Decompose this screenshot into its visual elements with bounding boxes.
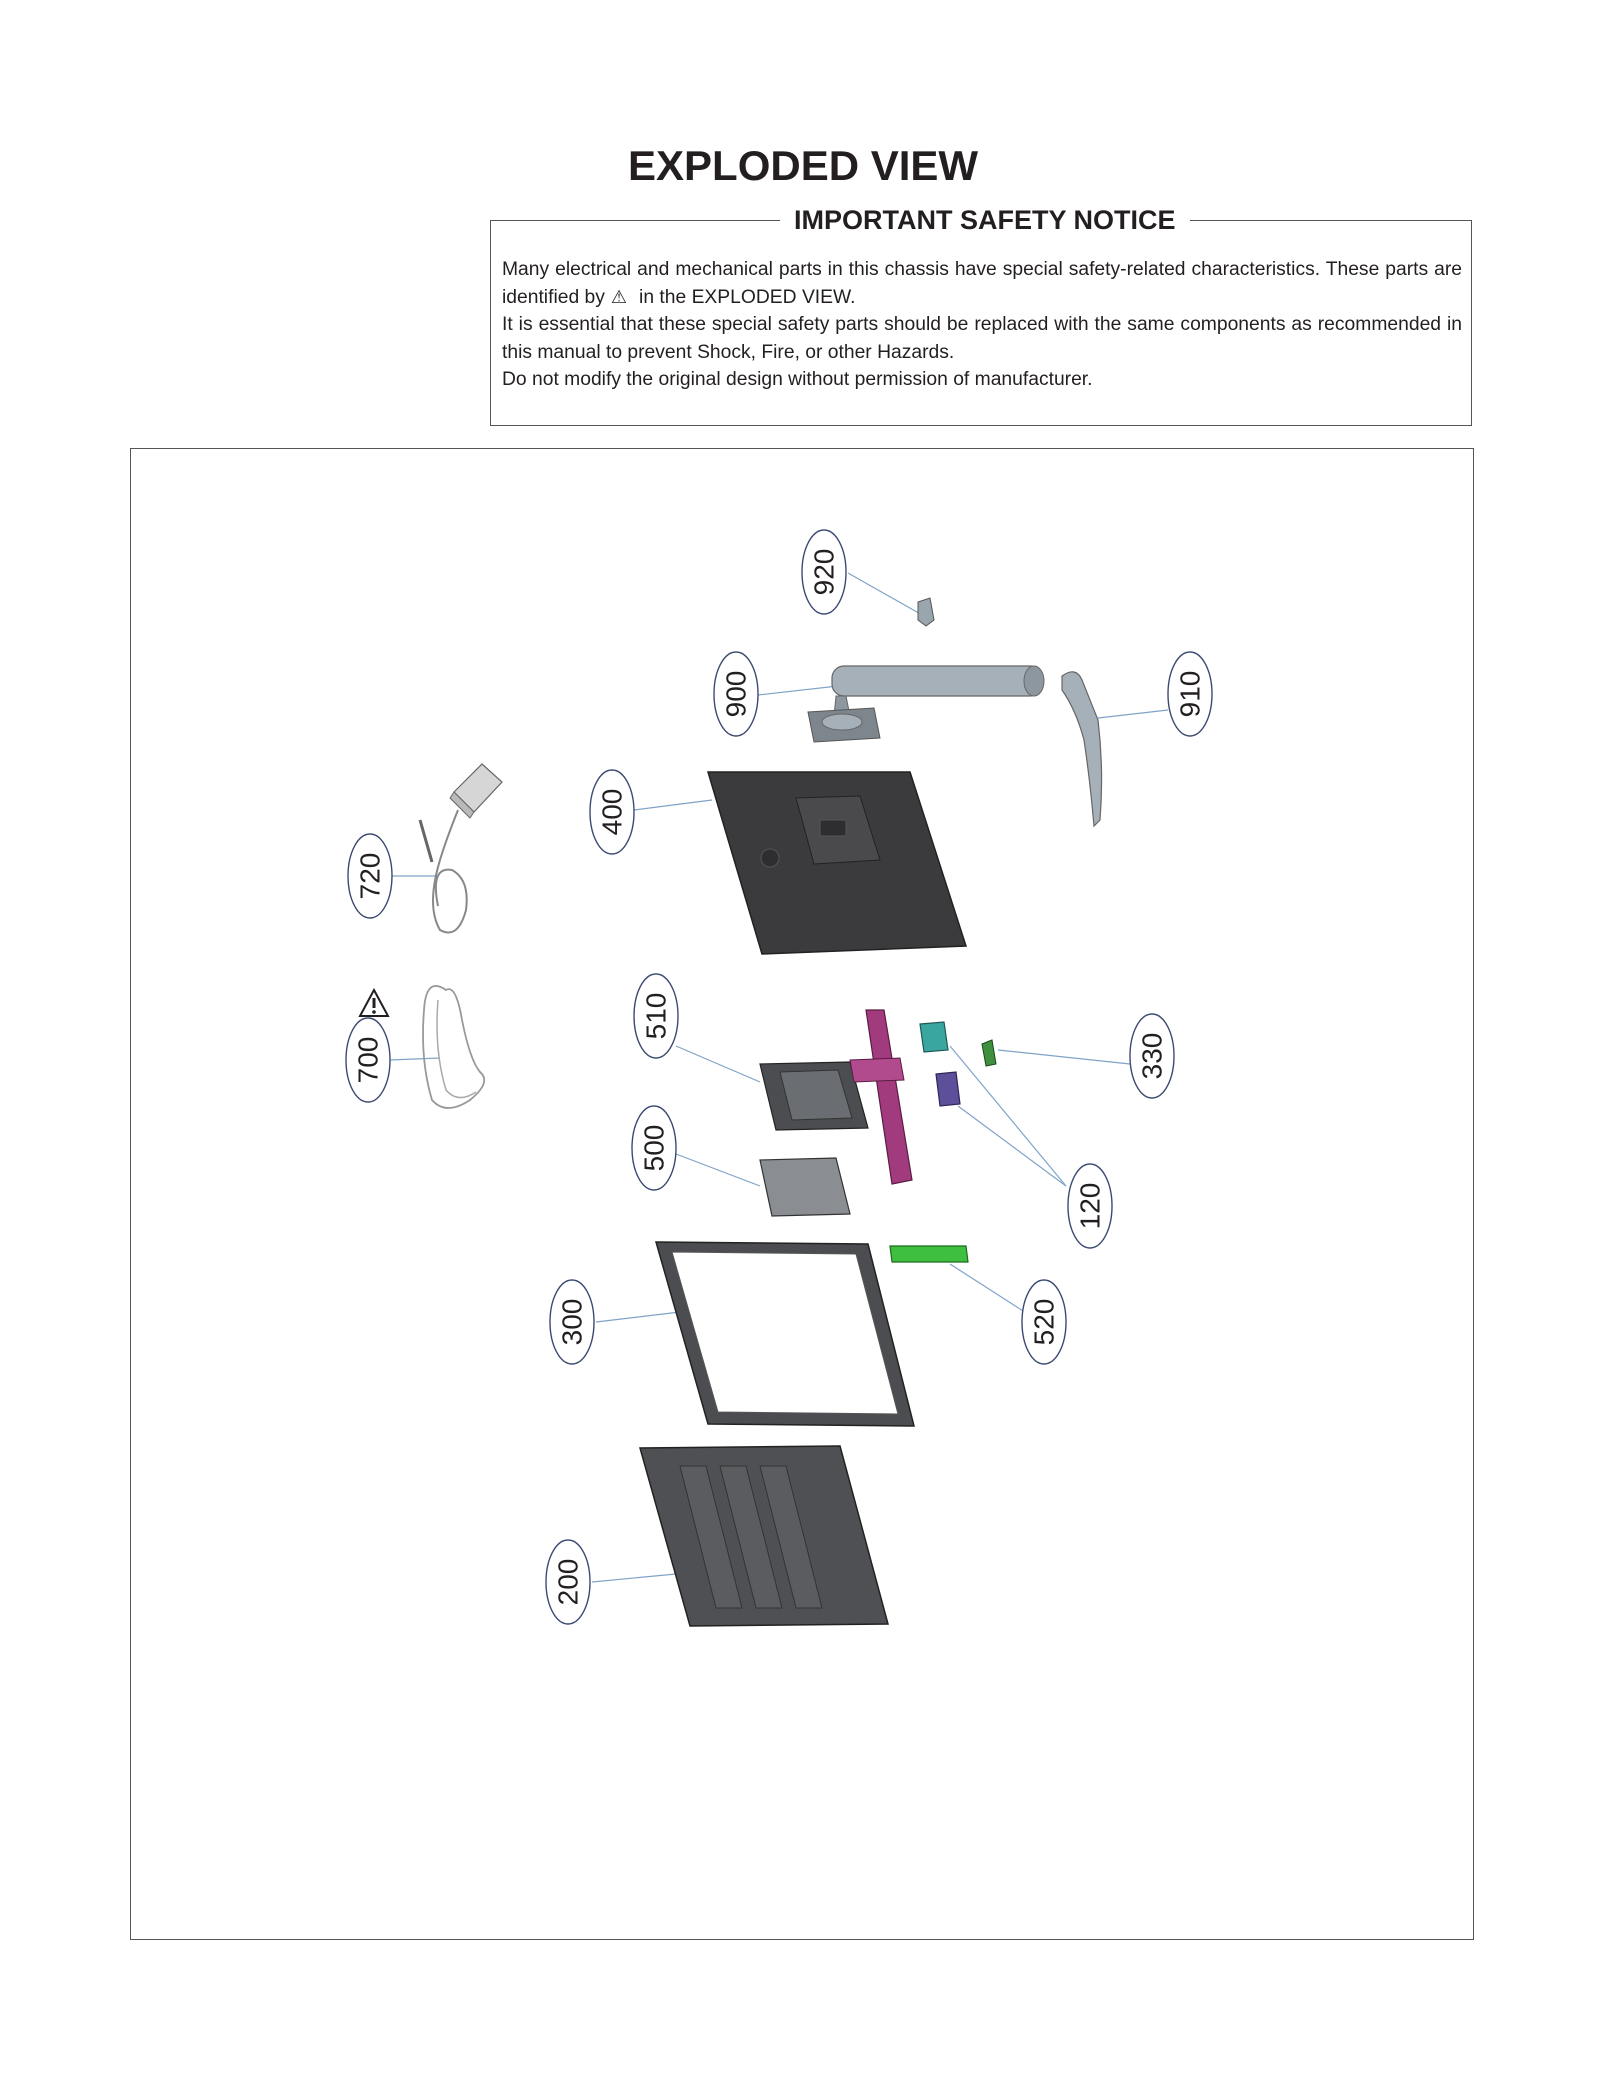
- leader-400: [633, 799, 713, 811]
- notice-paragraph-3: Do not modify the original design withou…: [502, 369, 1093, 390]
- part-700-power-cord: [422, 985, 486, 1109]
- callout-300: 300: [549, 1279, 595, 1365]
- part-500-board: [759, 1157, 851, 1217]
- callout-ellipse: [549, 1279, 595, 1365]
- part-900-stand-neck: [807, 665, 1045, 743]
- safety-notice-heading: IMPORTANT SAFETY NOTICE: [780, 205, 1190, 236]
- leader-300: [595, 1311, 681, 1323]
- leader-520: [949, 1263, 1035, 1319]
- notice-line1-part1: Many electrical and mechanical parts in …: [502, 259, 1462, 308]
- leader-910: [1097, 709, 1169, 719]
- part-200-lcd-panel: [639, 1445, 889, 1627]
- part-720-adapter: [418, 763, 503, 934]
- callout-400: 400: [589, 769, 635, 855]
- callout-330: 330: [1129, 1013, 1175, 1099]
- notice-paragraph-2: It is essential that these special safet…: [502, 314, 1462, 363]
- callout-ellipse: [347, 833, 393, 919]
- callout-ellipse: [1067, 1163, 1113, 1249]
- part-510-main-bracket: [759, 1061, 869, 1131]
- diagram-frame: [130, 448, 1474, 1940]
- leader-lines: [389, 572, 1169, 1583]
- leader-700: [389, 1057, 441, 1061]
- leader-330: [997, 1049, 1131, 1065]
- callout-120: 120: [1067, 1163, 1113, 1249]
- callout-920: 920: [801, 529, 847, 615]
- callout-label: 300: [557, 1299, 588, 1346]
- leader-510: [675, 1045, 761, 1083]
- callout-ellipse: [713, 651, 759, 737]
- leader-900: [757, 685, 839, 696]
- part-300-front-bezel: [655, 1241, 915, 1427]
- callout-ellipse: [633, 973, 679, 1059]
- leader-500: [675, 1153, 761, 1187]
- callout-ellipse: [589, 769, 635, 855]
- part-120-connectors: [919, 1021, 961, 1107]
- warning-triangle-icon: [358, 987, 390, 1017]
- callout-label: 910: [1175, 671, 1206, 718]
- callout-900: 900: [713, 651, 759, 737]
- part-510-magenta-bracket: [849, 1009, 913, 1185]
- callout-520: 520: [1021, 1279, 1067, 1365]
- leader-120-a: [949, 1045, 1067, 1187]
- callout-label: 520: [1029, 1299, 1060, 1346]
- callout-label: 510: [641, 993, 672, 1040]
- callout-500: 500: [631, 1105, 677, 1191]
- part-910-stand-foot: [1061, 671, 1103, 828]
- callout-ellipse: [1129, 1013, 1175, 1099]
- callout-label: 330: [1137, 1033, 1168, 1080]
- callout-ellipse: [631, 1105, 677, 1191]
- callout-720: 720: [347, 833, 393, 919]
- leader-120-b: [957, 1105, 1067, 1187]
- callout-200: 200: [545, 1539, 591, 1625]
- leader-200: [591, 1573, 677, 1583]
- callout-label: 400: [597, 789, 628, 836]
- callouts: 920 900 910 400 720 700 510 330 500 120 300 520 200: [345, 529, 1213, 1625]
- warning-triangle-icon: ⚠: [610, 286, 628, 307]
- callout-ellipse: [545, 1539, 591, 1625]
- callout-label: 700: [353, 1037, 384, 1084]
- callout-label: 120: [1075, 1183, 1106, 1230]
- part-330-small-board: [981, 1039, 997, 1067]
- leader-920: [847, 572, 925, 617]
- callout-700: 700: [345, 1017, 391, 1103]
- callout-label: 900: [721, 671, 752, 718]
- part-520-led-bar: [889, 1245, 969, 1263]
- part-920-clip: [917, 597, 935, 627]
- callout-label: 200: [553, 1559, 584, 1606]
- part-400-back-cover: [706, 771, 968, 955]
- callout-label: 500: [639, 1125, 670, 1172]
- callout-ellipse: [801, 529, 847, 615]
- notice-line1-part2: in the EXPLODED VIEW.: [639, 286, 856, 308]
- safety-notice-body: Many electrical and mechanical parts in …: [502, 256, 1462, 394]
- notice-paragraph-1: Many electrical and mechanical parts in …: [502, 256, 1462, 311]
- callout-510: 510: [633, 973, 679, 1059]
- callout-label: 920: [809, 549, 840, 596]
- page-title: EXPLODED VIEW: [628, 142, 979, 189]
- callout-ellipse: [345, 1017, 391, 1103]
- callout-ellipse: [1021, 1279, 1067, 1365]
- callout-ellipse: [1167, 651, 1213, 737]
- callout-label: 720: [355, 853, 386, 900]
- callout-910: 910: [1167, 651, 1213, 737]
